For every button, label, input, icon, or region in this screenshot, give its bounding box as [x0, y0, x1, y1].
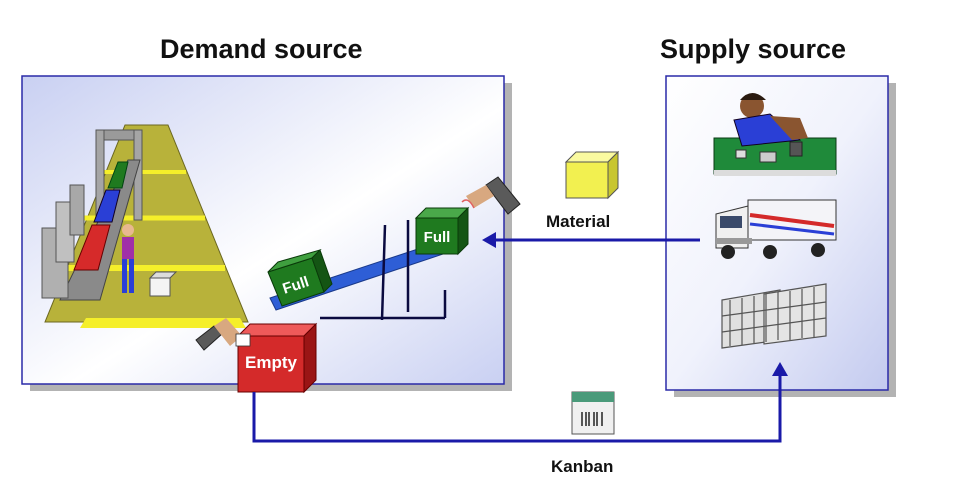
barcode-scanner-icon — [195, 318, 251, 351]
warehouse-racks-icon — [721, 283, 827, 349]
empty-bin-label: Empty — [245, 353, 298, 372]
assembly-line-icon — [41, 124, 249, 328]
barcode-scanner-icon — [461, 176, 521, 215]
material-cube-icon — [564, 150, 620, 200]
material-flow-arrow — [482, 232, 700, 248]
worker-at-bench-icon — [713, 93, 837, 176]
demand-source-title: Demand source — [160, 34, 363, 64]
full-bin-ramp: Full — [267, 248, 333, 307]
kanban-label: Kanban — [551, 457, 614, 476]
full-bin-top-label: Full — [424, 229, 451, 246]
full-bin-top: Full — [414, 206, 470, 256]
kanban-flow-arrow — [252, 362, 788, 443]
truck-icon — [715, 199, 837, 259]
empty-bin: Empty — [236, 322, 318, 394]
supply-source-title: Supply source — [660, 34, 847, 64]
kanban-card-icon — [571, 391, 615, 435]
material-label: Material — [546, 212, 611, 231]
